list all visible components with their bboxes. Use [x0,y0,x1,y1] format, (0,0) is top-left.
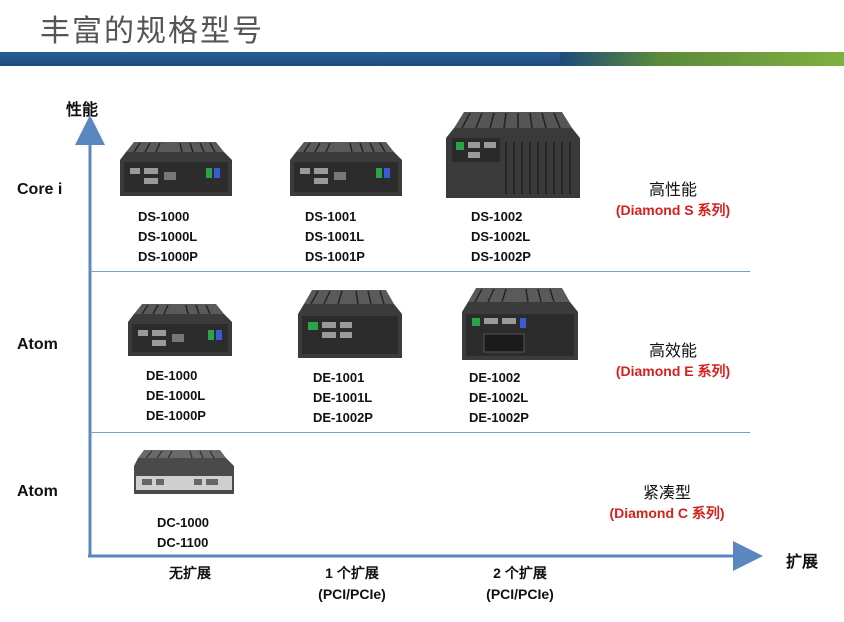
x-category-one: 1 个扩展 (PCI/PCIe) [302,563,402,605]
model-name: DE-1000P [146,408,206,423]
series-en: (Diamond E 系列) [615,363,731,379]
model-name: DS-1002P [471,249,531,264]
x-category-two: 2 个扩展 (PCI/PCIe) [470,563,570,605]
model-group-de-1002: DE-1002 DE-1002L DE-1002P [469,368,529,428]
device-image-ds-1000 [120,142,232,196]
model-name: DE-1001 [313,370,365,385]
row-divider-1 [90,271,750,272]
device-image-de-1000 [128,304,232,356]
series-en: (Diamond C 系列) [609,505,725,521]
model-name: DS-1001L [305,229,365,244]
device-image-de-1001 [298,290,402,358]
model-name: DE-1002P [313,410,373,425]
model-name: DE-1002P [469,410,529,425]
x-axis-label: 扩展 [786,552,819,571]
model-name: DS-1002 [471,209,523,224]
device-image-ds-1001 [290,142,402,196]
model-name: DE-1000 [146,368,198,383]
row-label-atom-e: Atom [17,336,58,353]
y-axis-label: 性能 [66,100,99,119]
model-name: DC-1000 [157,515,210,530]
model-name: DE-1000L [146,388,206,403]
model-name: DS-1000P [138,249,198,264]
model-name: DE-1002 [469,370,521,385]
x-category-line1: 无扩展 [169,565,211,581]
series-cn: 高效能 [648,341,697,360]
series-diamond-s: 高性能 (Diamond S 系列) [578,176,768,220]
model-name: DS-1001 [305,209,357,224]
model-name: DS-1002L [471,229,531,244]
series-en: (Diamond S 系列) [615,202,731,218]
model-group-de-1000: DE-1000 DE-1000L DE-1000P [146,366,206,426]
model-group-de-1001: DE-1001 DE-1001L DE-1002P [313,368,373,428]
model-group-dc: DC-1000 DC-1100 [157,513,209,553]
page-title: 丰富的规格型号 [40,14,264,49]
x-category-line2: (PCI/PCIe) [318,586,386,602]
row-label-atom-c: Atom [17,483,58,500]
model-group-ds-1001: DS-1001 DS-1001L DS-1001P [305,207,365,267]
x-category-line1: 2 个扩展 [493,565,547,581]
row-label-core-i: Core i [17,181,63,198]
model-group-ds-1000: DS-1000 DS-1000L DS-1000P [138,207,198,267]
device-image-de-1002 [462,288,578,360]
title-bar-green [560,52,844,66]
title-bar [0,52,844,66]
row-divider-2 [90,432,750,433]
model-name: DC-1100 [157,535,209,550]
x-category-none: 无扩展 [150,563,230,584]
series-cn: 紧凑型 [642,483,691,502]
x-category-line2: (PCI/PCIe) [486,586,554,602]
title-bar-blue [0,52,560,66]
model-name: DE-1002L [469,390,529,405]
model-name: DS-1000 [138,209,190,224]
series-cn: 高性能 [648,180,697,199]
model-name: DS-1000L [138,229,198,244]
model-name: DE-1001L [313,390,373,405]
series-diamond-e: 高效能 (Diamond E 系列) [578,337,768,381]
model-name: DS-1001P [305,249,365,264]
device-image-ds-1002 [446,112,580,198]
model-group-ds-1002: DS-1002 DS-1002L DS-1002P [471,207,531,267]
device-image-dc-1000 [134,450,234,494]
series-diamond-c: 紧凑型 (Diamond C 系列) [572,479,762,523]
x-category-line1: 1 个扩展 [325,565,379,581]
